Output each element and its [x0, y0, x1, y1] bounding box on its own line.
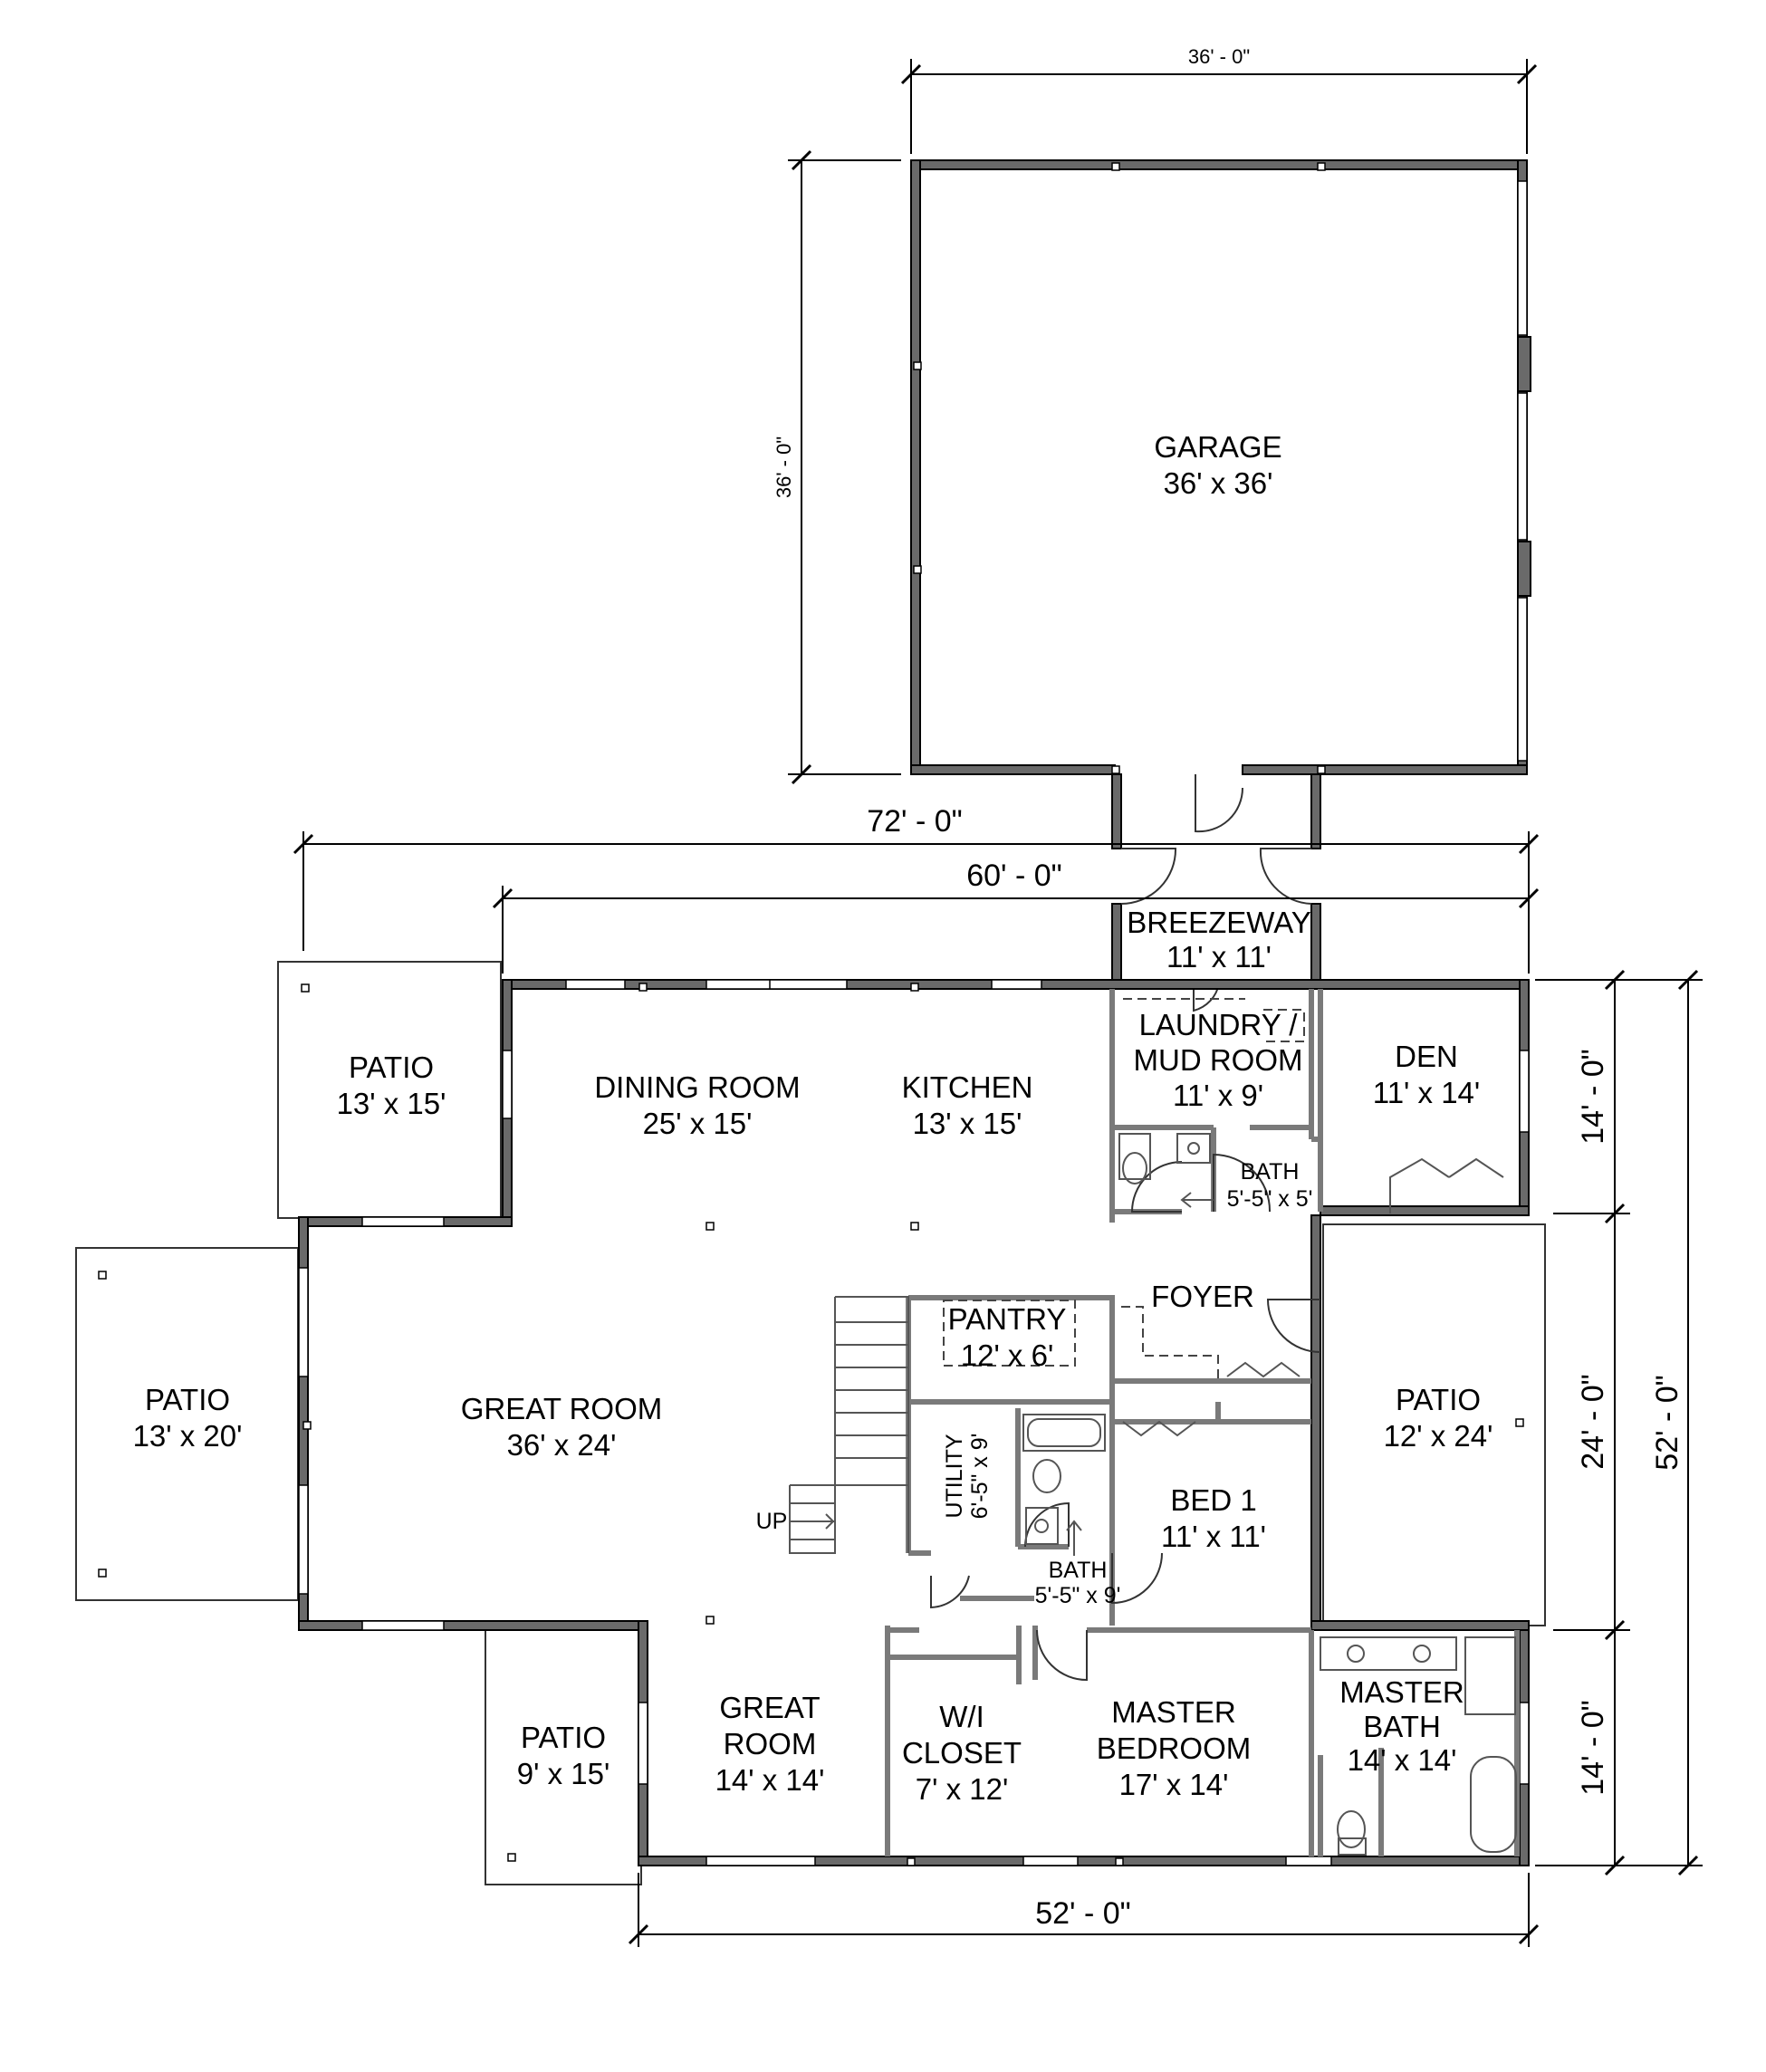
room-bath-1: BATH 5'-5" x 5': [1180, 1159, 1313, 1212]
room-name: PATIO: [145, 1383, 230, 1416]
dim-right-top: 14' - 0": [1576, 1049, 1610, 1145]
dim-overall-depth: 52' - 0": [1650, 1375, 1684, 1471]
room-name: PATIO: [521, 1721, 606, 1754]
room-name: PANTRY: [948, 1302, 1067, 1336]
room-patio-w: PATIO 13' x 20': [133, 1383, 243, 1453]
room-den: DEN 11' x 14': [1373, 1040, 1480, 1109]
room-name: PATIO: [1396, 1383, 1481, 1416]
garage-walls: [910, 159, 1531, 775]
room-wi-closet: W/I CLOSET 7' x 12': [902, 1700, 1022, 1806]
room-size: 14' x 14': [715, 1763, 825, 1797]
room-name: MASTER: [1339, 1675, 1464, 1709]
dimension-lines: [293, 59, 1703, 1947]
room-name: LAUNDRY /: [1139, 1008, 1299, 1041]
room-name: FOYER: [1151, 1280, 1254, 1313]
room-size: 36' x 24': [507, 1428, 617, 1462]
room-size: 14' x 14': [1348, 1743, 1457, 1777]
breezeway-walls: [1111, 773, 1321, 984]
room-name: GREAT: [719, 1691, 820, 1724]
room-size: 11' x 9': [1173, 1079, 1263, 1112]
patio-w: [75, 1247, 299, 1601]
room-name-2: ROOM: [724, 1727, 817, 1760]
room-bed-1: BED 1 11' x 11': [1161, 1483, 1266, 1553]
room-size: 11' x 11': [1161, 1520, 1266, 1553]
dim-overall-width: 72' - 0": [867, 804, 963, 839]
room-size: 13' x 20': [133, 1419, 243, 1453]
room-size: 6'-5" x 9': [967, 1434, 993, 1520]
fixtures: [1022, 1133, 1517, 1856]
room-name: W/I: [939, 1700, 984, 1733]
room-size: 5'-5" x 9': [1035, 1583, 1121, 1608]
room-foyer: FOYER: [1151, 1280, 1254, 1313]
room-dining: DINING ROOM 25' x 15': [594, 1070, 800, 1140]
room-name: GREAT ROOM: [461, 1392, 662, 1425]
dim-garage-depth: 36' - 0": [773, 436, 795, 498]
pantry-shelving: [943, 1300, 1076, 1367]
stairs-up-label: UP: [756, 1509, 788, 1534]
room-size: 17' x 14': [1119, 1768, 1229, 1801]
room-name: BREEZEWAY: [1127, 906, 1311, 939]
room-name: DEN: [1395, 1040, 1458, 1073]
patio-nw: [277, 961, 502, 1219]
dim-house-width-top: 60' - 0": [966, 859, 1062, 893]
room-size: 36' x 36': [1164, 466, 1273, 500]
dim-right-mid: 24' - 0": [1576, 1374, 1610, 1470]
house-exterior-walls: [298, 979, 1530, 1866]
room-name: GARAGE: [1154, 430, 1281, 464]
room-size: 25' x 15': [643, 1107, 753, 1140]
room-garage: GARAGE 36' x 36': [1154, 430, 1281, 500]
room-size: 9' x 15': [517, 1757, 610, 1790]
room-name-2: MUD ROOM: [1134, 1043, 1303, 1077]
room-size: 12' x 6': [961, 1338, 1054, 1372]
room-patio-e: PATIO 12' x 24': [1384, 1383, 1493, 1453]
room-size: 13' x 15': [337, 1087, 446, 1120]
room-size: 11' x 11': [1166, 940, 1272, 974]
room-size: 5'-5" x 5': [1227, 1186, 1313, 1212]
room-name: BED 1: [1170, 1483, 1256, 1517]
room-name: PATIO: [349, 1050, 434, 1084]
room-patio-sw: PATIO 9' x 15': [517, 1721, 610, 1790]
room-great-room: GREAT ROOM 36' x 24': [461, 1392, 662, 1462]
room-name: KITCHEN: [902, 1070, 1033, 1104]
room-name-2: CLOSET: [902, 1736, 1022, 1770]
room-name-2: BATH: [1363, 1710, 1441, 1743]
room-laundry: LAUNDRY / MUD ROOM 11' x 9': [1134, 1008, 1303, 1112]
room-name: DINING ROOM: [594, 1070, 800, 1104]
stairs: [789, 1296, 909, 1554]
room-master-bath: MASTER BATH 14' x 14': [1339, 1675, 1464, 1777]
room-size: 11' x 14': [1373, 1076, 1480, 1109]
dim-right-bottom: 14' - 0": [1576, 1700, 1610, 1796]
room-size: 7' x 12': [916, 1772, 1009, 1806]
dim-house-width-bottom: 52' - 0": [1035, 1896, 1131, 1931]
room-kitchen: KITCHEN 13' x 15': [902, 1070, 1033, 1140]
room-utility: UTILITY 6'-5" x 9': [942, 1434, 993, 1520]
room-patio-nw: PATIO 13' x 15': [337, 1050, 446, 1120]
room-pantry: PANTRY 12' x 6': [948, 1302, 1067, 1372]
patio-e: [1322, 1223, 1546, 1626]
stairs-up-text: UP: [756, 1509, 788, 1534]
room-name: BATH: [1241, 1159, 1300, 1185]
room-name: BATH: [1049, 1558, 1108, 1583]
room-name-2: BEDROOM: [1097, 1731, 1252, 1765]
room-size: 12' x 24': [1384, 1419, 1493, 1453]
room-breezeway: BREEZEWAY 11' x 11': [1127, 906, 1311, 974]
room-master-bedroom: MASTER BEDROOM 17' x 14': [1097, 1695, 1252, 1801]
room-name: UTILITY: [942, 1434, 967, 1518]
room-bath-2: BATH 5'-5" x 9': [1035, 1520, 1121, 1608]
room-great-room-2: GREAT ROOM 14' x 14': [715, 1691, 825, 1797]
room-name: MASTER: [1111, 1695, 1236, 1729]
room-size: 13' x 15': [913, 1107, 1022, 1140]
dim-garage-width: 36' - 0": [1188, 45, 1250, 68]
